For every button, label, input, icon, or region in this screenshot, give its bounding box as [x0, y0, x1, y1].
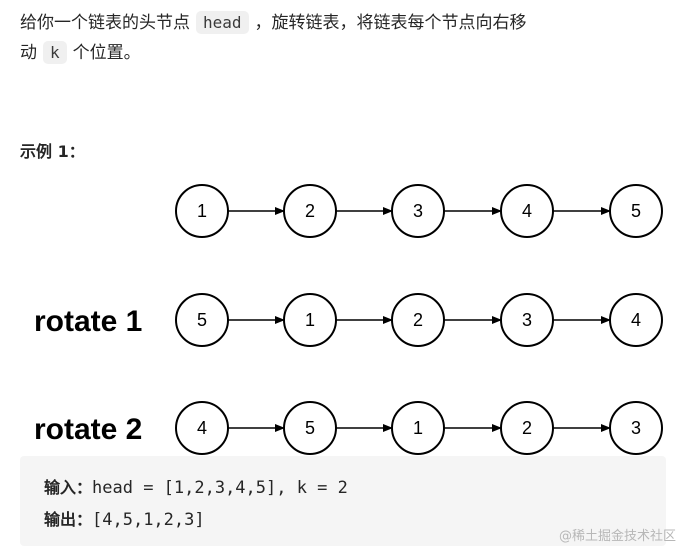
description-text-3: 动	[20, 43, 37, 63]
node-circle	[283, 293, 337, 347]
output-value: [4,5,1,2,3]	[92, 510, 205, 530]
node-value: 2	[305, 201, 315, 221]
node-value: 3	[413, 201, 423, 221]
node-value: 2	[522, 418, 532, 438]
node-value: 5	[305, 418, 315, 438]
input-value: head = [1,2,3,4,5], k = 2	[92, 478, 348, 498]
list-node: 3	[609, 401, 663, 455]
node-circle	[175, 401, 229, 455]
list-node: 1	[283, 293, 337, 347]
example-heading: 示例 1：	[20, 142, 85, 161]
node-value: 3	[522, 310, 532, 330]
list-node: 3	[391, 184, 445, 238]
node-value: 4	[197, 418, 207, 438]
list-node: 4	[609, 293, 663, 347]
node-circle	[175, 293, 229, 347]
node-circle	[609, 184, 663, 238]
node-value: 4	[522, 201, 532, 221]
node-circle	[500, 401, 554, 455]
node-value: 2	[413, 310, 423, 330]
list-node: 2	[283, 184, 337, 238]
node-value: 5	[631, 201, 641, 221]
node-circle	[500, 184, 554, 238]
output-line: 输出：[4,5,1,2,3]	[44, 506, 205, 530]
node-circle	[283, 401, 337, 455]
node-circle	[609, 401, 663, 455]
input-label: 输入：	[44, 478, 93, 497]
node-value: 5	[197, 310, 207, 330]
node-value: 1	[197, 201, 207, 221]
node-circle	[391, 184, 445, 238]
inline-code-k: k	[43, 41, 67, 64]
node-circle	[175, 184, 229, 238]
output-label: 输出：	[44, 510, 93, 529]
node-value: 1	[413, 418, 423, 438]
list-node: 1	[391, 401, 445, 455]
watermark: @稀土掘金技术社区	[558, 529, 676, 544]
inline-code-head: head	[196, 11, 249, 34]
list-node: 5	[609, 184, 663, 238]
node-value: 4	[631, 310, 641, 330]
input-line: 输入：head = [1,2,3,4,5], k = 2	[44, 474, 348, 498]
node-circle	[609, 293, 663, 347]
list-node: 5	[283, 401, 337, 455]
rotation-diagram-svg: 1 2 3 4 5 rotate 1 5 1 2 3 4 rotate 2 4 5 1 2 3	[34, 184, 663, 455]
row-label-3: rotate 2	[34, 413, 142, 446]
example-io-box: 输入：head = [1,2,3,4,5], k = 2 输出：[4,5,1,2…	[20, 456, 666, 546]
row-label-2: rotate 1	[34, 305, 142, 338]
list-node: 5	[175, 293, 229, 347]
node-value: 3	[631, 418, 641, 438]
description-text-2: ，旋转链表，将链表每个节点向右移	[254, 13, 527, 33]
list-node: 3	[500, 293, 554, 347]
list-node: 4	[500, 184, 554, 238]
list-node: 1	[175, 184, 229, 238]
node-circle	[500, 293, 554, 347]
node-value: 1	[305, 310, 315, 330]
list-node: 4	[175, 401, 229, 455]
description-text-1: 给你一个链表的头节点	[20, 13, 190, 33]
description-text-4: 个位置。	[72, 43, 141, 63]
node-circle	[391, 293, 445, 347]
node-circle	[283, 184, 337, 238]
rotation-diagram: 1 2 3 4 5 rotate 1 5 1 2 3 4 rotate 2 4 5 1 2 3	[0, 170, 690, 455]
list-node: 2	[391, 293, 445, 347]
node-circle	[391, 401, 445, 455]
list-node: 2	[500, 401, 554, 455]
